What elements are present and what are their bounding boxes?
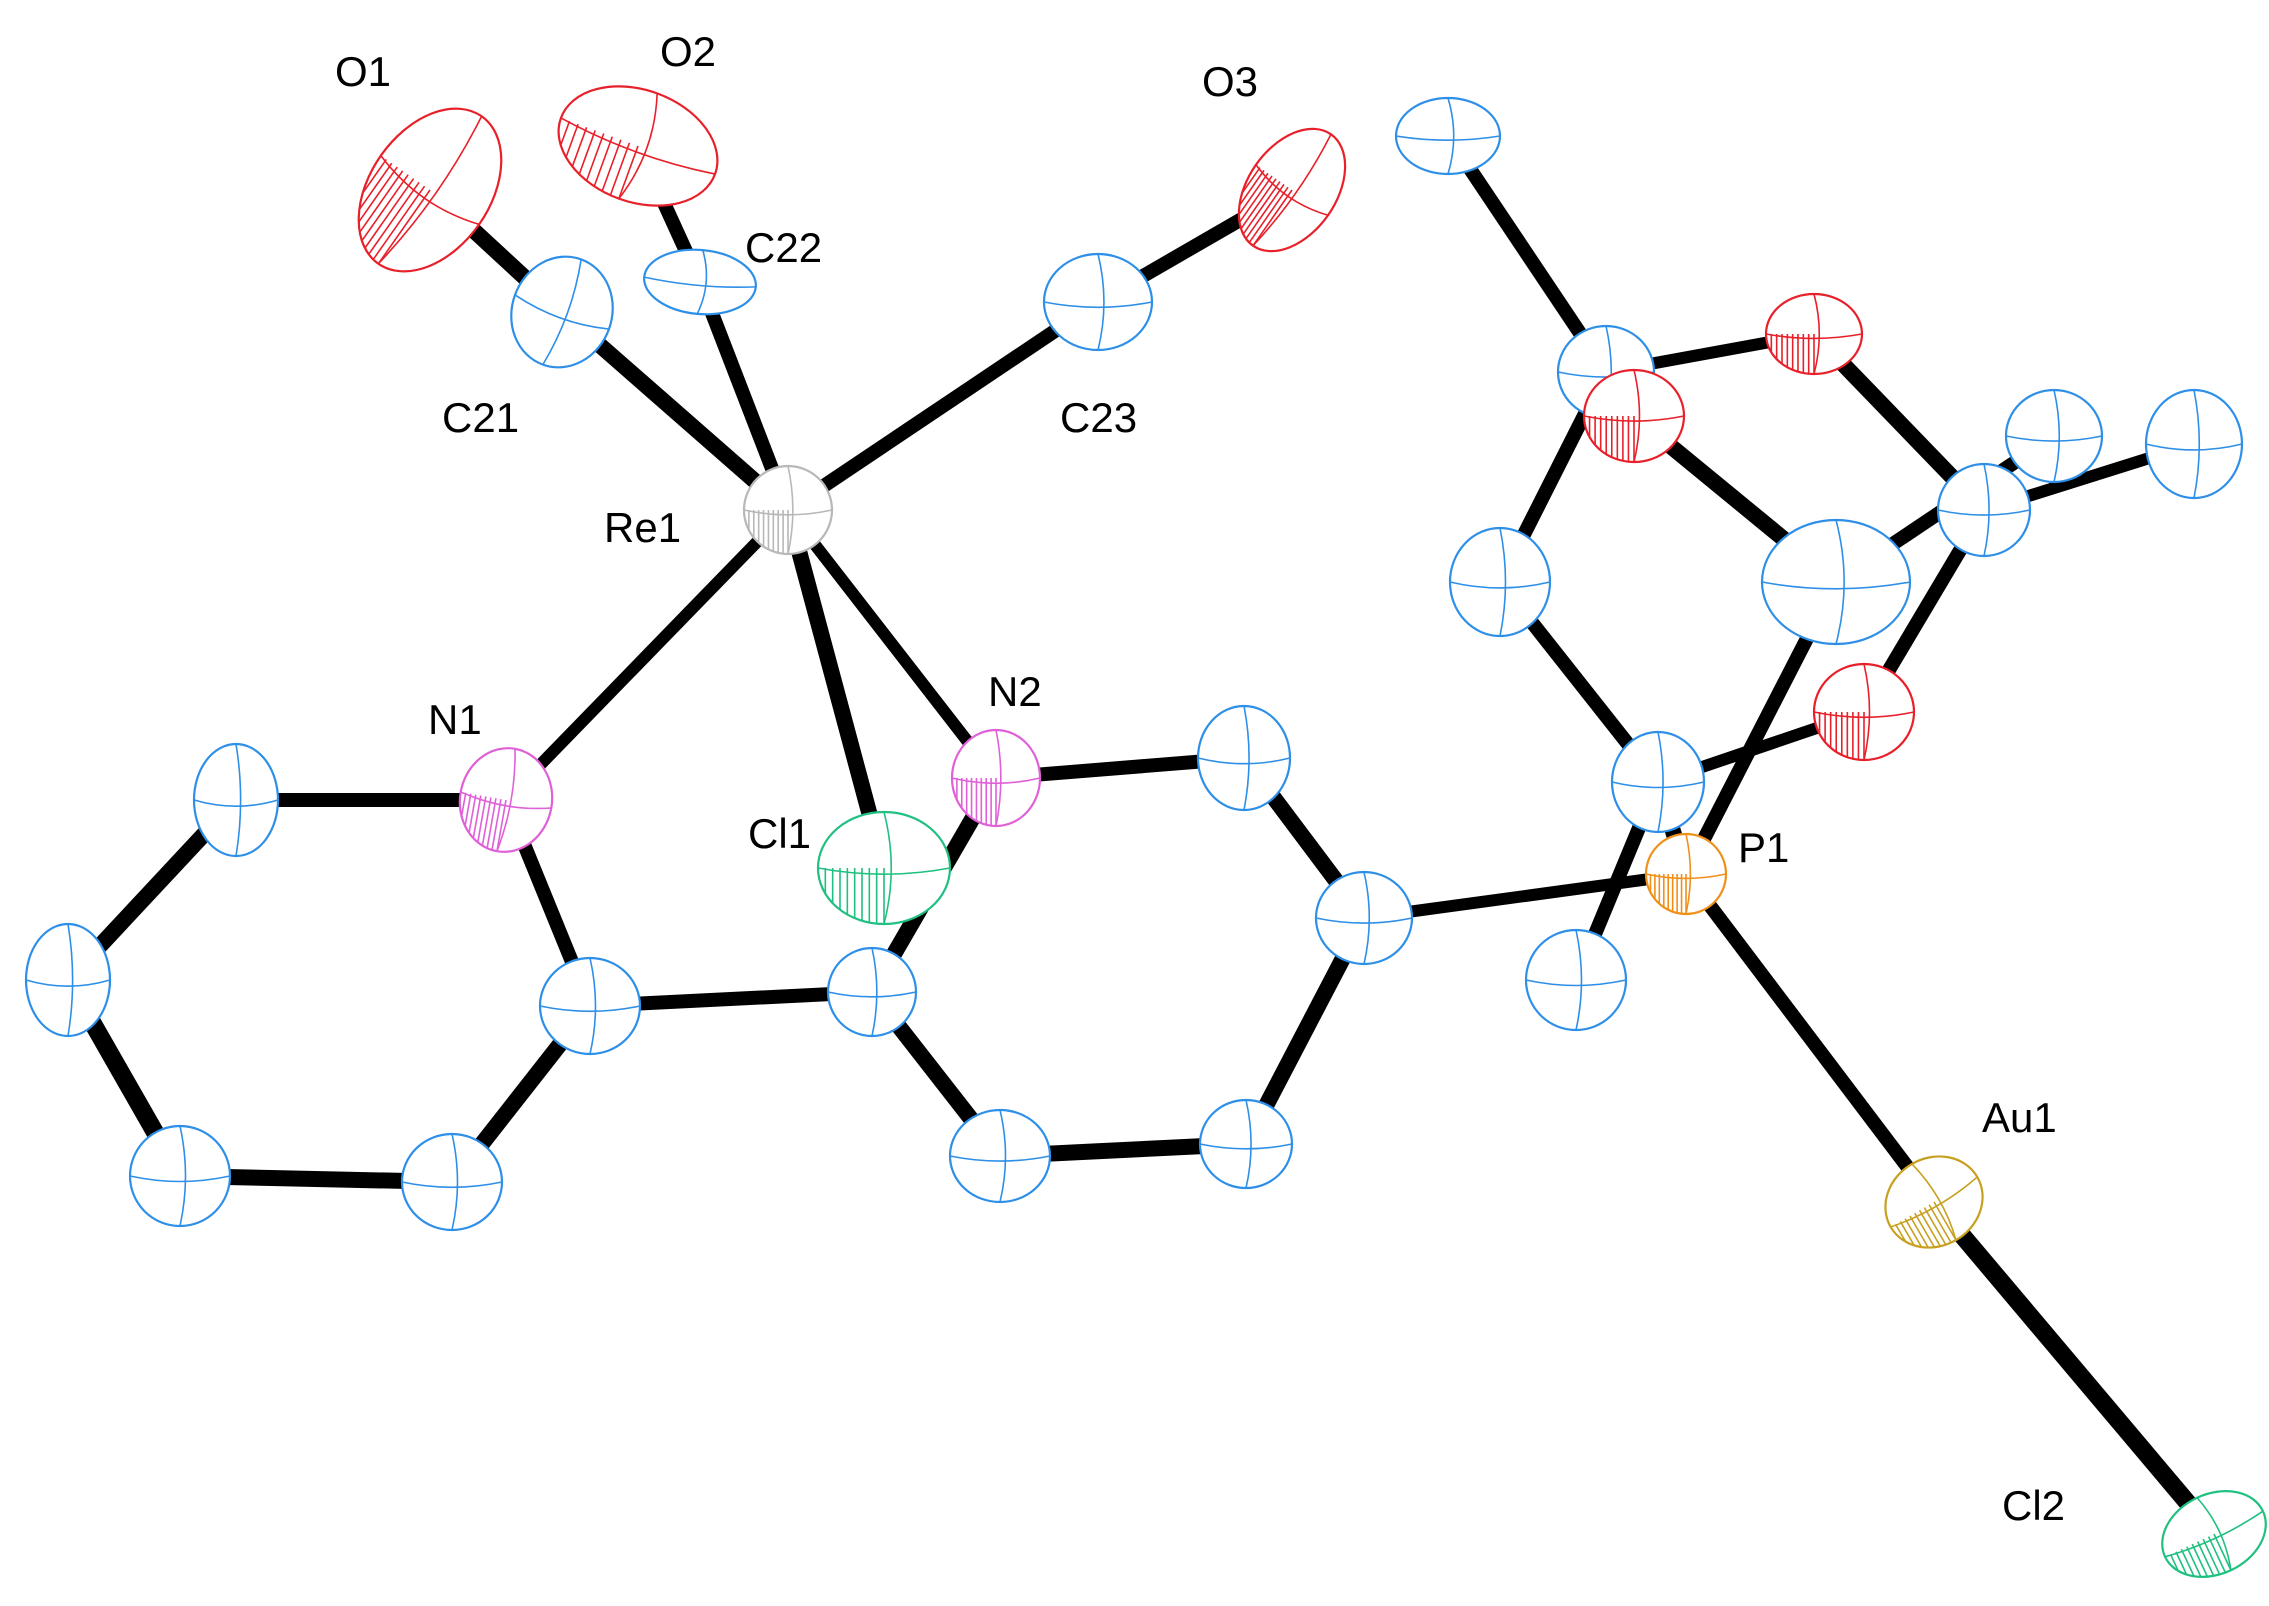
atom-cq3 [1198, 1098, 1294, 1190]
label-Cl1: Cl1 [748, 810, 811, 857]
bond-au1-cl2 [1927, 1196, 2221, 1540]
atom-ct9 [1524, 928, 1628, 1032]
atom-ot1 [1582, 368, 1686, 464]
label-P1: P1 [1738, 824, 1789, 871]
label-Au1: Au1 [1982, 1094, 2057, 1141]
atom-p1 [1644, 832, 1728, 916]
atom-n2 [950, 728, 1042, 828]
bond-p1-au1 [1680, 869, 1940, 1207]
label-O3: O3 [1202, 58, 1258, 105]
label-C22: C22 [745, 224, 822, 271]
atom-cl1 [816, 810, 952, 926]
atom-o3 [1216, 127, 1347, 253]
bond-c23-re1 [784, 296, 1102, 516]
bond-re1-n2 [783, 506, 1001, 782]
atom-c23 [1042, 252, 1154, 352]
bond-layer [60, 132, 2221, 1540]
atom-cl2 [2161, 1490, 2267, 1594]
atom-ct5 [1936, 462, 2032, 558]
atom-o2 [541, 85, 719, 207]
label-N1: N1 [428, 696, 482, 743]
atom-layer [24, 85, 2267, 1594]
atom-cq5 [1196, 704, 1292, 812]
atom-ot3 [1812, 662, 1916, 762]
atom-cq4 [1314, 870, 1414, 966]
label-O1: O1 [335, 48, 391, 95]
atom-cq2 [948, 1108, 1052, 1204]
bond-re1-cl1 [780, 507, 892, 871]
atom-n1 [451, 747, 554, 853]
bond-cq4-p1 [1363, 868, 1687, 924]
label-O2: O2 [660, 28, 716, 75]
atom-cp4 [400, 1132, 504, 1232]
atom-ct6 [2004, 388, 2104, 484]
atom-ct1 [1394, 96, 1502, 176]
atom-ct7 [2144, 388, 2244, 500]
label-N2: N2 [988, 668, 1042, 715]
atom-c21 [510, 255, 614, 369]
atom-ct3 [1448, 526, 1552, 638]
label-C21: C21 [442, 394, 519, 441]
atom-c22 [643, 248, 757, 316]
atom-ot2 [1764, 292, 1864, 376]
atom-cq1 [826, 946, 918, 1038]
label-Re1: Re1 [604, 504, 681, 551]
label-Cl2: Cl2 [2002, 1482, 2065, 1529]
atom-re1 [742, 464, 834, 556]
label-layer: O1 O2 O3 C22 C21 C23 Re1 N1 N2 Cl1 P1 Au… [335, 28, 2065, 1529]
atom-ct8 [1610, 730, 1706, 834]
atom-cp1 [192, 742, 280, 858]
atom-cp3 [128, 1124, 232, 1228]
atom-cp2 [24, 922, 112, 1038]
atom-cp5 [538, 956, 642, 1056]
atom-ct4 [1760, 518, 1912, 646]
bond-re1-n1 [501, 505, 793, 805]
label-C23: C23 [1060, 394, 1137, 441]
